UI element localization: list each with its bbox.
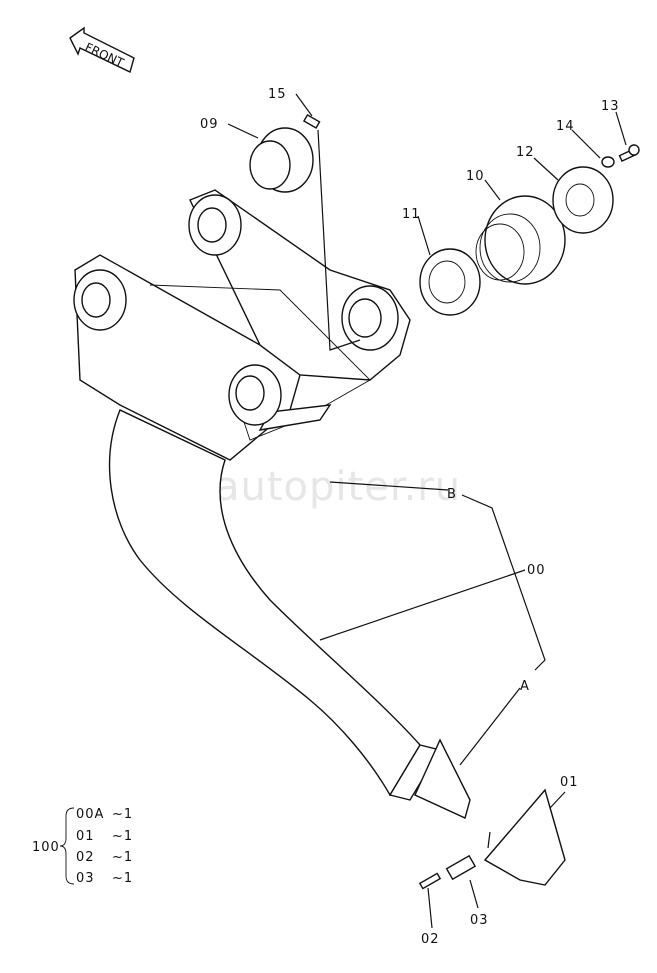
part-01-tooth [414, 738, 566, 886]
assembly-label: 100 [32, 840, 60, 855]
assembly-row-part: 01 [76, 829, 95, 844]
part-14-washer [601, 156, 615, 168]
callout-11: 11 [402, 207, 421, 222]
part-11-seal-ring [419, 248, 481, 316]
front-arrow-icon [69, 26, 135, 73]
tooth-01-point [483, 788, 566, 886]
part-15-pin [302, 113, 321, 129]
boss-rear-upper-bore [197, 207, 227, 243]
part-10-spring [475, 195, 566, 285]
mounting-bracket [73, 189, 411, 461]
callout-A: A [520, 679, 530, 694]
bracket-top-face [149, 284, 371, 441]
part-02-pin [418, 872, 442, 890]
spring-10-coil-1 [479, 213, 541, 283]
assembly-row-part: 02 [76, 850, 95, 865]
part-03-retainer [445, 854, 477, 881]
spring-10-outer [484, 195, 566, 285]
callout-B: B [447, 487, 457, 502]
part-09-bushing [249, 127, 314, 193]
part-12-plate [552, 166, 614, 234]
spring-10-coil-2 [475, 223, 525, 281]
bolt-13-head [628, 144, 640, 156]
callout-10: 10 [466, 169, 485, 184]
front-arrow: FRONT [69, 26, 135, 73]
leader-lines [227, 93, 627, 929]
boss-rear-lower-bore [348, 298, 382, 338]
assembly-row-part: 03 [76, 871, 95, 886]
assembly-row-part: 00A [76, 807, 104, 822]
callout-02: 02 [421, 932, 440, 947]
plate-12-outer [552, 166, 614, 234]
tooth-adapter [414, 738, 471, 819]
callout-13: 13 [601, 99, 620, 114]
assembly-brace [59, 807, 75, 885]
callout-01: 01 [560, 775, 579, 790]
callout-03: 03 [470, 913, 489, 928]
boss-front-lower-bore [235, 375, 265, 411]
seal-11-outer [419, 248, 481, 316]
callout-09: 09 [200, 117, 219, 132]
callout-00: 00 [527, 563, 546, 578]
assembly-row-qty: ~1 [112, 807, 133, 822]
callout-12: 12 [516, 145, 535, 160]
assembly-table: 100 00A ~1 01 ~1 02 ~1 03 ~1 [32, 807, 133, 886]
assembly-row-qty: ~1 [112, 829, 133, 844]
seal-11-inner [428, 260, 466, 304]
part-13-bolt [618, 144, 640, 163]
plate-12-bore [565, 183, 595, 217]
callout-15: 15 [268, 87, 287, 102]
shank-edge-line [219, 459, 271, 601]
assembly-row-qty: ~1 [112, 850, 133, 865]
watermark-text: autopiter.ru [215, 464, 461, 510]
assembly-row-qty: ~1 [112, 871, 133, 886]
callout-14: 14 [556, 119, 575, 134]
bushing-09-body [249, 140, 291, 190]
ripper-shank [108, 409, 442, 801]
boss-front-upper-bore [81, 282, 111, 318]
